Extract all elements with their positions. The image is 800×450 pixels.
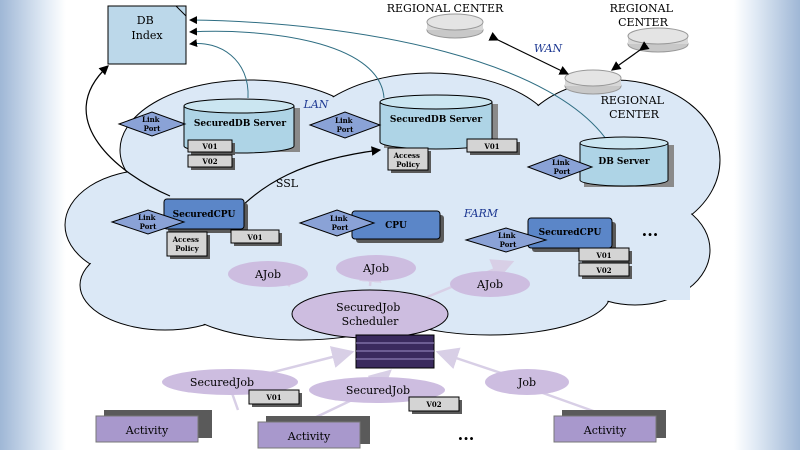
v01-label: V01 <box>265 393 281 402</box>
tag-v01 <box>248 389 302 407</box>
tag-v02 <box>408 396 462 414</box>
link-port-diamond <box>298 209 376 237</box>
link-port-label: Link Port <box>142 115 162 133</box>
activity-box <box>257 416 370 449</box>
secured-db-server-center <box>379 94 498 150</box>
ssl-label: SSL <box>276 177 299 190</box>
tag-v02 <box>187 154 235 170</box>
secured-cpu-label: SecuredCPU <box>539 228 602 238</box>
router-icon <box>564 69 622 95</box>
db-index-document <box>107 5 187 65</box>
regional-center-label: REGIONAL CENTER <box>601 94 668 121</box>
activity-label: Activity <box>583 424 627 437</box>
link-port-label: Link Port <box>498 231 518 249</box>
db-index-connections <box>189 16 613 149</box>
secured-db-server-label: SecuredDB Server <box>390 115 482 125</box>
wan-links <box>488 32 650 75</box>
cpu-index-connection <box>85 65 171 197</box>
link-port-label: Link Port <box>138 213 158 231</box>
activity-box <box>95 410 212 443</box>
access-policy-box <box>387 147 431 173</box>
access-policy-box <box>166 231 210 259</box>
link-port-diamond <box>110 209 186 235</box>
ssl-connection <box>235 146 382 213</box>
cpu-node <box>351 210 444 243</box>
v02-label: V02 <box>595 266 611 275</box>
db-index-label: DB Index <box>131 14 163 42</box>
activity-box <box>553 410 666 443</box>
regional-center-label: REGIONAL CENTER <box>610 2 677 29</box>
job-label: Job <box>517 376 536 389</box>
activity-label: Activity <box>287 430 331 443</box>
secured-job-scheduler <box>291 289 449 339</box>
farm-label: FARM <box>463 207 499 220</box>
link-port-label: Link Port <box>335 116 355 134</box>
lan-label: LAN <box>303 98 329 111</box>
v02-label: V02 <box>425 400 441 409</box>
db-server <box>579 136 674 187</box>
ajob-ellipses <box>228 255 530 297</box>
v01-label: V01 <box>483 142 499 151</box>
wan-label: WAN <box>534 42 563 55</box>
ajob-label: AJob <box>254 268 281 281</box>
job-queue-icon <box>355 334 435 369</box>
v01-label: V01 <box>201 142 217 151</box>
link-port-label: Link Port <box>330 214 350 232</box>
link-port-diamond <box>117 111 187 137</box>
secured-cpu-right <box>527 217 616 252</box>
scheduler-label: SecuredJob Scheduler <box>336 301 404 328</box>
tag-v01 <box>466 138 520 155</box>
db-server-label: DB Server <box>598 157 649 167</box>
link-port-diamond <box>308 111 382 139</box>
link-port-diamond <box>464 227 548 253</box>
tag-v01 <box>187 139 235 155</box>
cpu-label: CPU <box>385 221 407 231</box>
ajob-label: AJob <box>362 262 389 275</box>
secured-job-label: SecuredJob <box>346 384 410 397</box>
activity-label: Activity <box>125 424 169 437</box>
left-edge-fade <box>0 0 66 450</box>
link-port-diamond <box>526 154 594 180</box>
v01-label: V01 <box>246 233 262 242</box>
link-port-label: Link Port <box>552 158 572 176</box>
secured-job-label: SecuredJob <box>190 376 254 389</box>
tag-v02 <box>578 262 632 279</box>
ajob-label: AJob <box>476 278 503 291</box>
access-policy-label: Access Policy <box>393 151 423 169</box>
access-policy-label: Access Policy <box>172 235 202 253</box>
right-edge-fade <box>734 0 800 450</box>
router-icon <box>627 27 689 53</box>
router-icon <box>426 13 484 39</box>
ellipsis-label: ... <box>458 425 475 444</box>
v01-label: V01 <box>595 251 611 260</box>
secured-db-server-label: SecuredDB Server <box>194 119 286 129</box>
regional-center-label: REGIONAL CENTER <box>387 2 504 15</box>
secured-cpu-label: SecuredCPU <box>173 210 236 220</box>
tag-v01 <box>578 247 632 264</box>
tag-v01 <box>230 229 282 246</box>
ellipsis-label: ... <box>642 221 659 240</box>
v02-label: V02 <box>201 157 217 166</box>
